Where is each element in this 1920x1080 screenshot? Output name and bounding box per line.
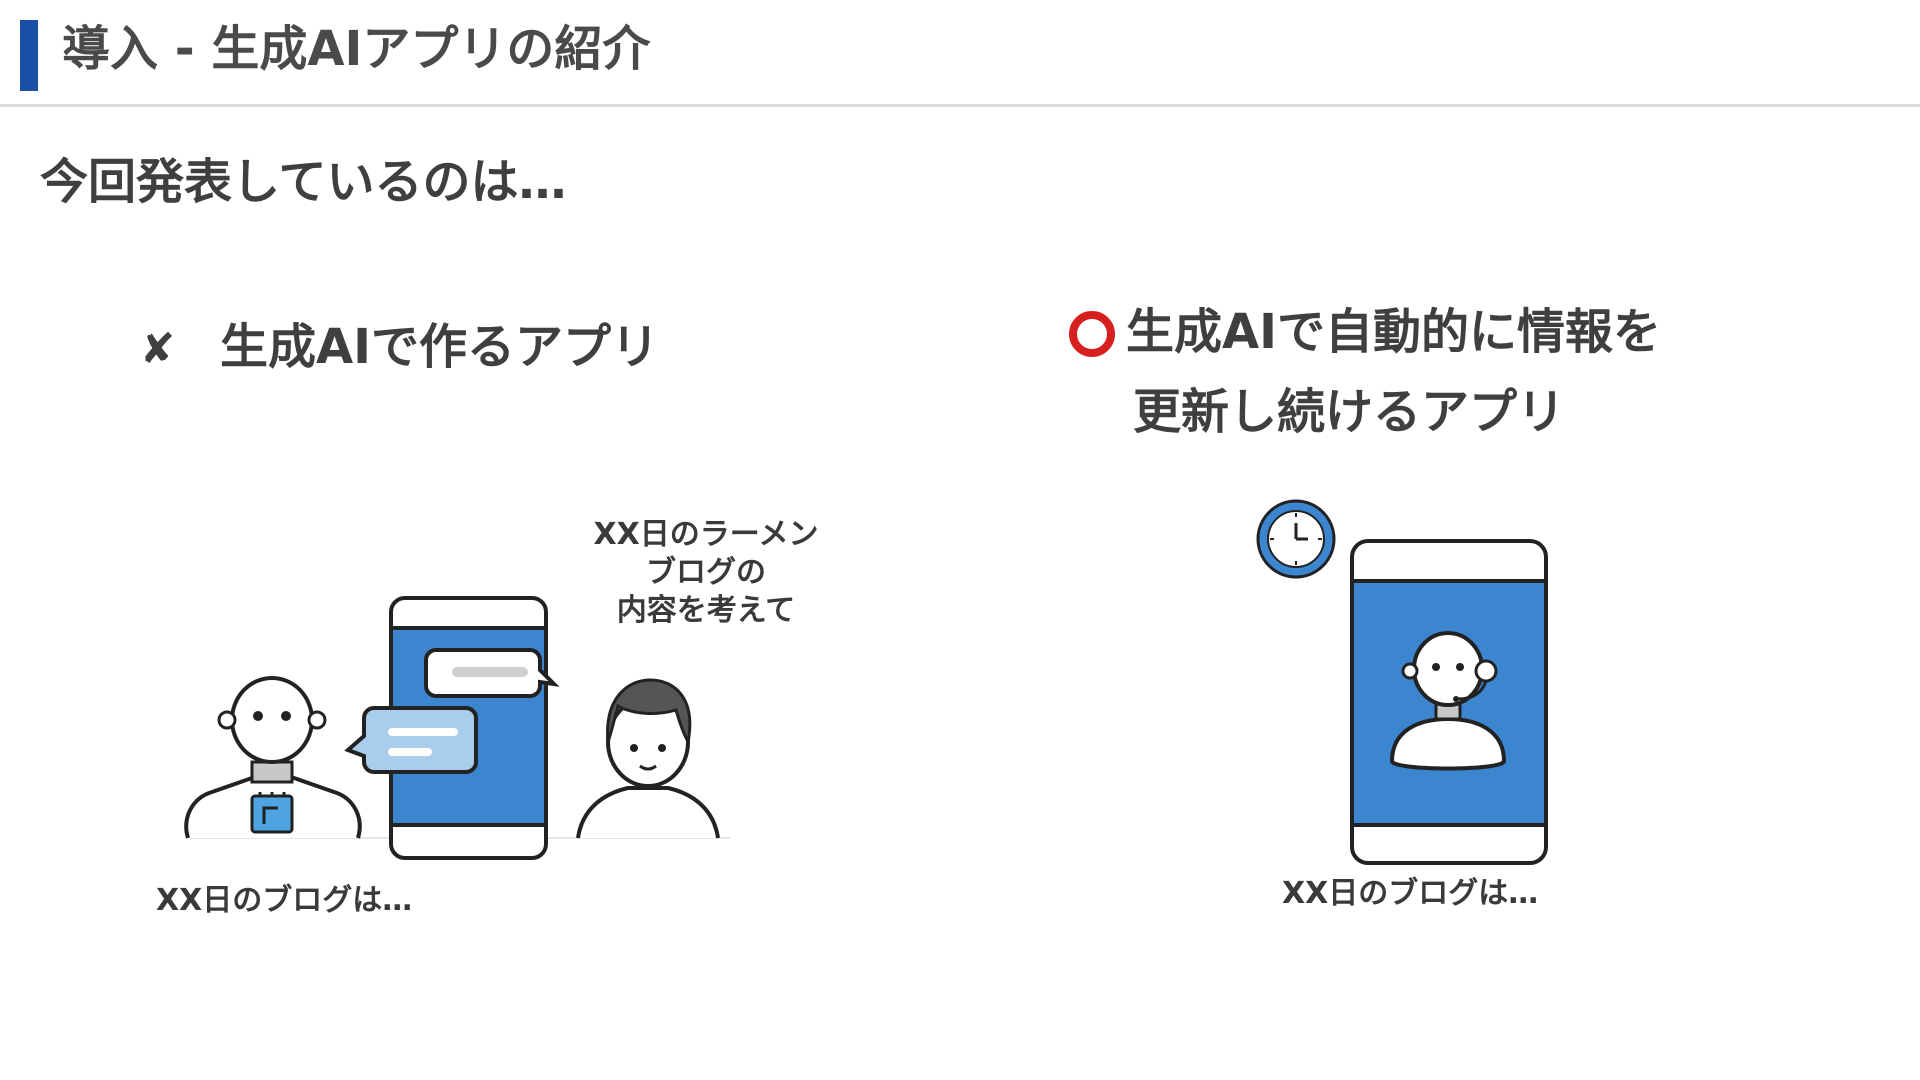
correct-concept-title-line-2: 更新し続けるアプリ <box>1133 380 1565 444</box>
wrong-concept-heading: ✘生成AIで作るアプリ <box>140 315 659 381</box>
robot-icon <box>186 678 359 838</box>
title-accent-bar <box>20 20 38 91</box>
chat-request-line-1: XX日のラーメン <box>576 516 836 554</box>
slide-header: 導入 - 生成AIアプリの紹介 <box>0 0 1920 106</box>
cross-icon: ✘ <box>140 317 220 381</box>
intro-text: 今回発表しているのは… <box>40 150 567 214</box>
header-divider <box>0 104 1920 107</box>
slide-title: 導入 - 生成AIアプリの紹介 <box>62 18 650 80</box>
right-bottom-caption: XX日のブログは… <box>1282 875 1538 913</box>
chat-bubble-icon <box>348 708 476 772</box>
red-circle-icon <box>1068 310 1116 358</box>
correct-concept-title-line-1: 生成AIで自動的に情報を <box>1126 300 1661 364</box>
wrong-concept-title: 生成AIで作るアプリ <box>220 319 659 375</box>
right-illustration <box>1250 495 1560 875</box>
left-illustration <box>170 580 760 870</box>
chat-bubble-icon <box>426 650 554 696</box>
clock-icon <box>1258 501 1334 577</box>
left-bottom-caption: XX日のブログは… <box>156 882 412 920</box>
person-icon <box>578 680 718 838</box>
